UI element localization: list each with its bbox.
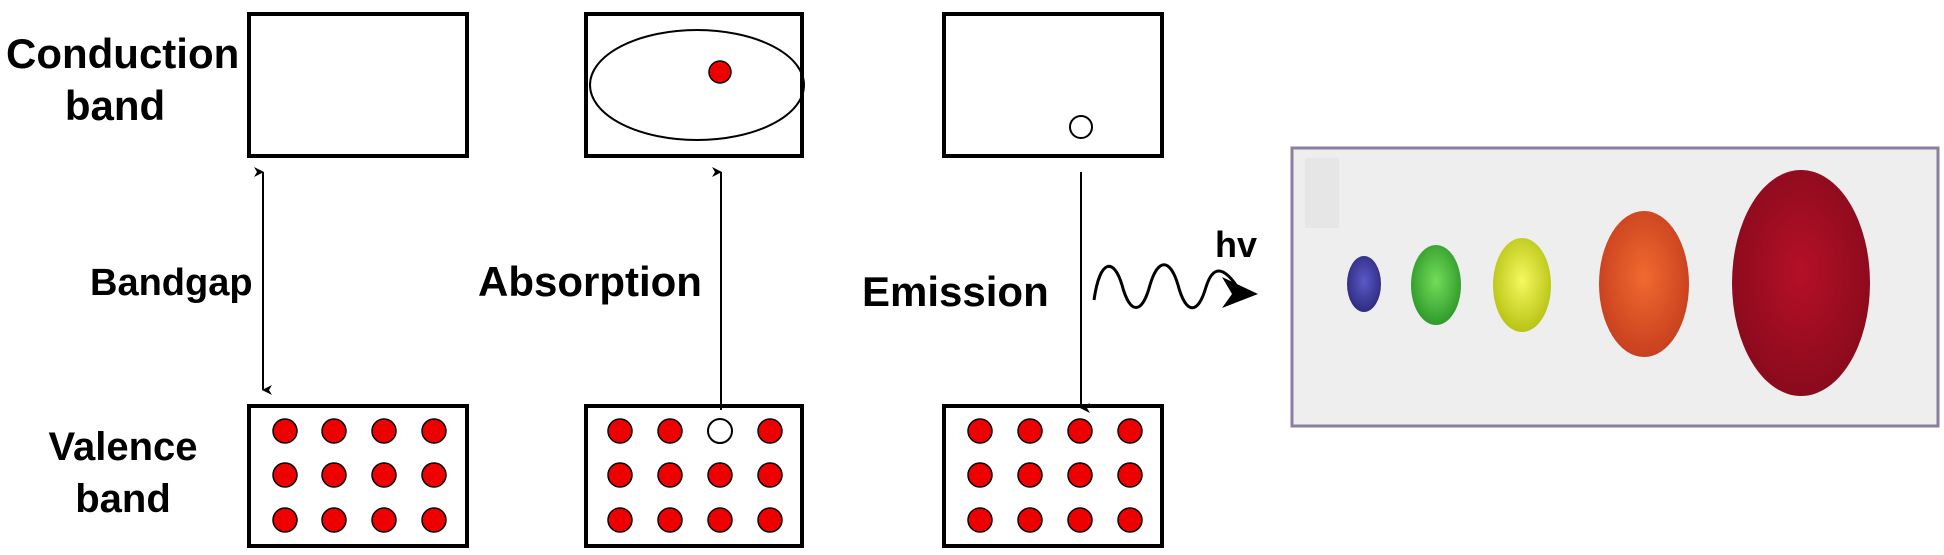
valence-electron [607,507,633,533]
valence-electron [421,462,447,488]
quantum-dot-green [1411,245,1461,325]
valence-electron [707,507,733,533]
quantum-dot-orange [1599,211,1689,357]
absorption-label: Absorption [478,258,702,305]
valence-electron [272,418,298,444]
valence-electron [657,418,683,444]
valence-electron [1067,418,1093,444]
valence-electron [421,418,447,444]
valence-electron [707,462,733,488]
quantum-dot-panel-corner [1305,158,1339,228]
hv-label: hv [1215,224,1258,265]
valence-hole [707,418,733,444]
valence-electron [657,462,683,488]
photon-arrow-head [1222,277,1258,308]
valence-electron [321,507,347,533]
conduction-band-label-line2: band [64,82,166,129]
valence-electron [371,507,397,533]
valence-electron [757,418,783,444]
valence-electron [1017,418,1043,444]
valence-electron [1067,462,1093,488]
valence-electron [607,418,633,444]
valence-electron [371,462,397,488]
valence-electron [757,462,783,488]
valence-band-label: Valence band [28,421,218,525]
valence-electron [321,418,347,444]
valence-electron [421,507,447,533]
valence-electrons-3 [967,418,1143,533]
valence-electron [321,462,347,488]
conduction-band-box-1 [247,12,469,158]
valence-electron [657,507,683,533]
bandgap-label: Bandgap [90,262,253,304]
conduction-band-label: Conduction band [6,28,240,132]
valence-electron [967,462,993,488]
excited-electron [708,60,732,84]
valence-electron [272,507,298,533]
valence-electron [607,462,633,488]
valence-electron [967,507,993,533]
valence-band-label-line2: band [75,477,171,521]
photon-wave [1092,263,1242,310]
conduction-band-label-line1: Conduction [6,30,240,77]
exciton-orbit [589,29,805,141]
valence-electron [1117,462,1143,488]
valence-electron [1017,507,1043,533]
valence-electron [1117,418,1143,444]
valence-electron [1067,507,1093,533]
conduction-hole [1069,115,1093,139]
valence-electron [967,418,993,444]
valence-electron [272,462,298,488]
conduction-band-box-3 [942,12,1164,158]
quantum-dot-yellow [1493,238,1551,332]
valence-electrons-1 [272,418,447,533]
emission-label: Emission [862,268,1049,315]
valence-electrons-2 [607,418,783,533]
conduction-band-box-2 [584,12,804,158]
valence-electron [757,507,783,533]
valence-electron [371,418,397,444]
valence-electron [1117,507,1143,533]
quantum-dot-red [1732,170,1870,396]
quantum-dot-blue [1347,256,1381,312]
valence-electron [1017,462,1043,488]
valence-band-label-line1: Valence [48,425,198,469]
